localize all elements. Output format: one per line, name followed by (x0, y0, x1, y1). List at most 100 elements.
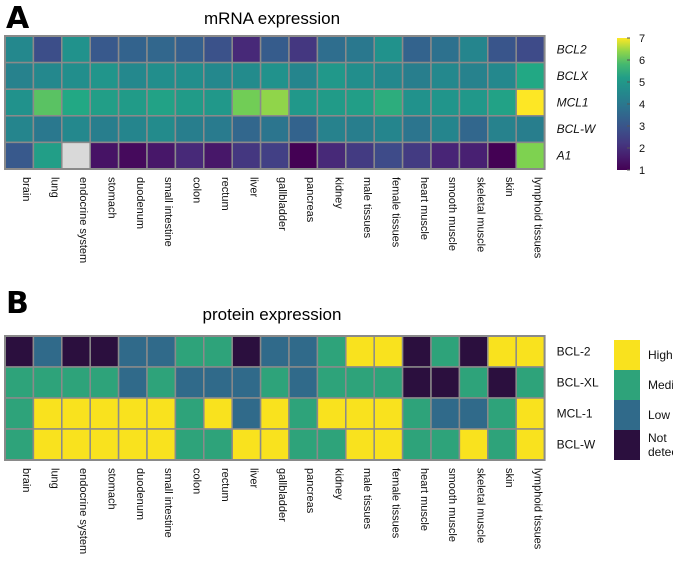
protein-cell-bcl-w-endocrine-system (61, 428, 91, 461)
protein-col-label-male-tissues: male tissues (361, 468, 373, 530)
mrna-heatmap-border (4, 35, 546, 170)
protein-cell-bcl-w-rectum (203, 428, 233, 461)
mrna-cell-bcl2-smooth-muscle (430, 35, 461, 64)
mrna-cell-bclx-lung (32, 61, 63, 90)
protein-cell-mcl-1-smooth-muscle (430, 397, 461, 430)
protein-row-label-bcl-xl: BCL-XL (557, 376, 599, 390)
protein-cell-bcl-w-duodenum (117, 428, 148, 461)
mrna-cell-a1-pancreas (288, 141, 319, 170)
protein-cell-bcl-w-lymphoid-tissues (515, 428, 546, 461)
protein-cell-bcl-2-rectum (203, 335, 233, 368)
mrna-cell-mcl1-skin (487, 88, 517, 117)
mrna-cell-a1-liver (231, 141, 262, 170)
mrna-cell-bcl-w-rectum (203, 115, 233, 144)
legend-label-medium: Medium (648, 378, 673, 392)
protein-cell-bcl-xl-female-tissues (373, 366, 404, 399)
protein-cell-bcl-xl-rectum (203, 366, 233, 399)
mrna-col-label-kidney: kidney (333, 177, 345, 209)
mrna-col-label-liver: liver (247, 177, 259, 198)
protein-cell-mcl-1-brain (4, 397, 35, 430)
mrna-cell-mcl1-kidney (316, 88, 347, 117)
mrna-cell-a1-skeletal-muscle (458, 141, 489, 170)
protein-cell-mcl-1-stomach (89, 397, 120, 430)
protein-cell-mcl-1-pancreas (288, 397, 319, 430)
protein-cell-bcl-xl-small-intestine (146, 366, 177, 399)
protein-col-label-heart-muscle: heart muscle (418, 468, 430, 531)
mrna-cell-bclx-skin (487, 61, 517, 90)
protein-col-label-duodenum: duodenum (134, 468, 146, 520)
mrna-cell-bcl2-lymphoid-tissues (515, 35, 546, 64)
mrna-col-label-female-tissues: female tissues (389, 177, 401, 248)
mrna-cell-a1-rectum (203, 141, 233, 170)
protein-cell-bcl-2-skin (487, 335, 517, 368)
mrna-cell-bcl2-female-tissues (373, 35, 404, 64)
mrna-cell-mcl1-small-intestine (146, 88, 177, 117)
mrna-cell-a1-skin (487, 141, 517, 170)
mrna-col-label-duodenum: duodenum (134, 177, 146, 229)
mrna-cell-a1-stomach (89, 141, 120, 170)
protein-cell-mcl-1-small-intestine (146, 397, 177, 430)
protein-cell-bcl-xl-stomach (89, 366, 120, 399)
mrna-cell-mcl1-pancreas (288, 88, 319, 117)
protein-cell-mcl-1-gallbladder (259, 397, 290, 430)
mrna-cell-bclx-kidney (316, 61, 347, 90)
mrna-cell-bclx-small-intestine (146, 61, 177, 90)
protein-cell-bcl-w-brain (4, 428, 35, 461)
mrna-cell-bcl-w-gallbladder (259, 115, 290, 144)
mrna-cell-bcl-w-female-tissues (373, 115, 404, 144)
mrna-cell-bclx-heart-muscle (401, 61, 432, 90)
mrna-cell-a1-kidney (316, 141, 347, 170)
mrna-col-label-endocrine-system: endocrine system (77, 177, 89, 263)
mrna-cell-bclx-pancreas (288, 61, 319, 90)
mrna-col-label-small-intestine: small intestine (162, 177, 174, 247)
protein-cell-bcl-xl-duodenum (117, 366, 148, 399)
legend-label-high: High (648, 348, 673, 362)
protein-cell-bcl-w-female-tissues (373, 428, 404, 461)
panel-b-title: protein expression (203, 305, 342, 324)
protein-col-label-colon: colon (191, 468, 203, 494)
colorbar-tick-label: 7 (639, 33, 645, 45)
mrna-cell-a1-smooth-muscle (430, 141, 461, 170)
legend-swatch-not-detected (614, 430, 640, 460)
protein-cell-bcl-xl-lung (32, 366, 63, 399)
mrna-row-label-a1: A1 (556, 149, 572, 163)
colorbar-tick-label: 6 (639, 55, 645, 67)
protein-cell-bcl-xl-brain (4, 366, 35, 399)
colorbar-tick-label: 4 (639, 99, 645, 111)
protein-cell-mcl-1-duodenum (117, 397, 148, 430)
protein-cell-bcl-w-male-tissues (345, 428, 375, 461)
mrna-cell-bcl2-male-tissues (345, 35, 375, 64)
mrna-cell-bcl2-endocrine-system (61, 35, 91, 64)
mrna-col-label-male-tissues: male tissues (361, 177, 373, 239)
mrna-col-label-lung: lung (49, 177, 61, 198)
protein-cell-bcl-xl-colon (174, 366, 205, 399)
mrna-cell-bcl-w-skin (487, 115, 517, 144)
mrna-cell-a1-small-intestine (146, 141, 177, 170)
protein-cell-mcl-1-kidney (316, 397, 347, 430)
protein-col-label-gallbladder: gallbladder (276, 468, 288, 522)
mrna-cell-mcl1-endocrine-system (61, 88, 91, 117)
protein-cell-bcl-2-female-tissues (373, 335, 404, 368)
mrna-cell-mcl1-skeletal-muscle (458, 88, 489, 117)
protein-heatmap-border (4, 335, 546, 461)
protein-cell-bcl-xl-skeletal-muscle (458, 366, 489, 399)
colorbar-tick-label: 3 (639, 121, 645, 133)
protein-col-label-brain: brain (20, 468, 32, 492)
protein-row-label-mcl-1: MCL-1 (557, 407, 593, 421)
mrna-cell-bclx-smooth-muscle (430, 61, 461, 90)
legend-label-part: Not (648, 431, 667, 445)
protein-cell-bcl-2-lung (32, 335, 63, 368)
mrna-col-label-gallbladder: gallbladder (276, 177, 288, 231)
protein-cell-bcl-2-lymphoid-tissues (515, 335, 546, 368)
protein-row-label-bcl-w: BCL-W (557, 438, 596, 452)
mrna-row-label-bcl2: BCL2 (557, 42, 587, 56)
mrna-col-label-stomach: stomach (105, 177, 117, 219)
mrna-col-label-pancreas: pancreas (304, 177, 316, 223)
protein-cell-bcl-xl-pancreas (288, 366, 319, 399)
protein-cell-bcl-2-colon (174, 335, 205, 368)
mrna-cell-bcl2-liver (231, 35, 262, 64)
protein-legend: HighMediumLowNotdetected (614, 340, 673, 460)
protein-cell-bcl-2-endocrine-system (61, 335, 91, 368)
mrna-cell-bcl-w-heart-muscle (401, 115, 432, 144)
